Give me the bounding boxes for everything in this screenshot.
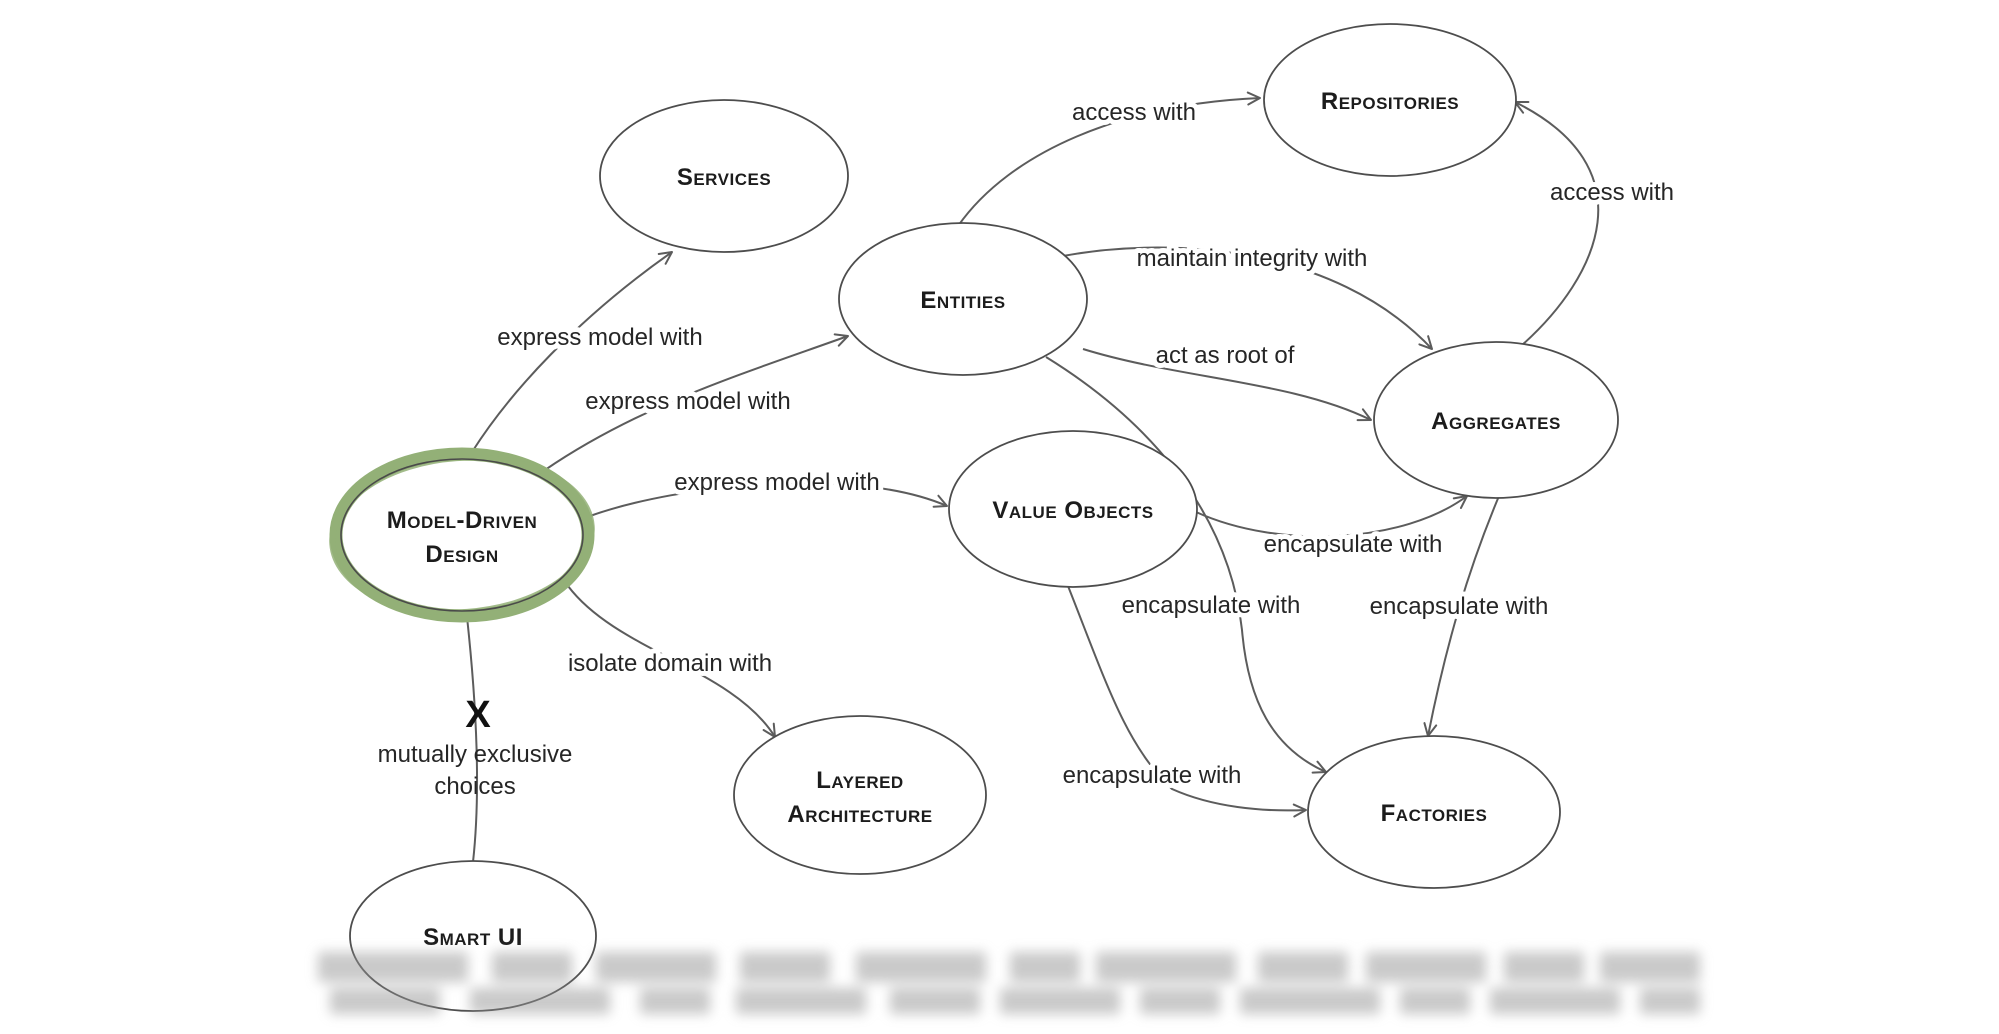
- node-ellipse-repositories: [1263, 23, 1517, 177]
- edge-mdd-services: express model with: [471, 251, 708, 453]
- node-aggregates: Aggregates: [1373, 341, 1619, 499]
- node-entities: Entities: [838, 222, 1088, 376]
- node-label-services: Services: [677, 164, 771, 191]
- edge-mdd-entities: express model with: [544, 333, 849, 471]
- edge-label-mdd-layered-architecture: isolate domain with: [568, 650, 772, 677]
- edge-label-entities-aggregates-integrity: maintain integrity with: [1137, 245, 1368, 272]
- edge-label-value-objects-aggregates: encapsulate with: [1264, 531, 1443, 558]
- edge-label-mdd-services: express model with: [497, 324, 702, 351]
- node-ellipse-value-objects: [948, 430, 1198, 588]
- node-label-smart-ui: Smart UI: [423, 924, 523, 951]
- edge-line-mdd-smart-ui: [466, 616, 478, 863]
- edge-arrow-line-mdd-layered-architecture: [567, 585, 776, 738]
- edge-arrow-line-mdd-value-objects: [589, 482, 948, 517]
- edge-entities-aggregates-integrity: maintain integrity with: [1062, 240, 1433, 350]
- mutually-exclusive-x-symbol: X: [465, 694, 491, 736]
- edge-arrow-line-mdd-services: [471, 251, 673, 453]
- node-label-layered-architecture-line0: Layered: [816, 767, 903, 794]
- edge-label-entities-aggregates-root: act as root of: [1156, 342, 1295, 369]
- edge-value-objects-aggregates: encapsulate with: [1195, 495, 1468, 563]
- edge-arrow-line-value-objects-aggregates: [1195, 495, 1468, 538]
- edge-label-entities-repositories: access with: [1072, 99, 1196, 126]
- edge-arrow-line-entities-aggregates-integrity: [1062, 246, 1433, 350]
- node-outline-model-driven-design: [340, 458, 584, 612]
- node-fill-model-driven-design: [336, 454, 588, 616]
- highlight-ring2-icon: [329, 454, 595, 616]
- node-ellipse-services: [599, 99, 849, 253]
- edge-aggregates-repositories: access with: [1514, 100, 1679, 347]
- blurred-watermark-strip: [318, 952, 1700, 1014]
- edge-mdd-value-objects: express model with: [589, 464, 948, 517]
- node-label-entities: Entities: [920, 287, 1005, 314]
- edge-label-mdd-smart-ui-line0: mutually exclusive: [378, 741, 573, 768]
- edge-mdd-layered-architecture: isolate domain with: [563, 585, 777, 738]
- edge-label-value-objects-factories: encapsulate with: [1063, 762, 1242, 789]
- edge-label-mdd-value-objects: express model with: [674, 469, 879, 496]
- node-label-repositories: Repositories: [1321, 88, 1459, 115]
- node-label-model-driven-design-line0: Model-Driven: [387, 507, 538, 534]
- node-label-value-objects: Value Objects: [992, 497, 1153, 524]
- node-repositories: Repositories: [1263, 23, 1517, 177]
- node-label-aggregates: Aggregates: [1431, 408, 1561, 435]
- node-label-factories: Factories: [1381, 800, 1488, 827]
- edge-arrow-line-value-objects-factories: [1067, 585, 1307, 818]
- edge-entities-factories: encapsulate with: [1045, 356, 1327, 774]
- edge-value-objects-factories: encapsulate with: [1058, 585, 1307, 818]
- node-label-model-driven-design-line1: Design: [425, 541, 498, 568]
- node-value-objects: Value Objects: [948, 430, 1198, 588]
- node-ellipse-layered-architecture: [733, 715, 987, 875]
- edge-label-aggregates-factories: encapsulate with: [1370, 593, 1549, 620]
- edge-label-mdd-entities: express model with: [585, 388, 790, 415]
- edge-label-entities-factories: encapsulate with: [1122, 592, 1301, 619]
- edge-arrow-line-mdd-entities: [544, 333, 849, 471]
- node-factories: Factories: [1307, 735, 1561, 889]
- node-label-layered-architecture-line1: Architecture: [787, 801, 932, 828]
- node-ellipse-entities: [838, 222, 1088, 376]
- edge-entities-aggregates-root: act as root of: [1082, 337, 1372, 422]
- edge-arrow-line-entities-factories: [1045, 356, 1327, 774]
- node-services: Services: [599, 99, 849, 253]
- highlight-ring-icon: [329, 447, 595, 623]
- edge-arrow-line-entities-aggregates-root: [1082, 348, 1372, 422]
- edges-layer: express model with express model with expr…: [378, 91, 1679, 863]
- edge-label-aggregates-repositories: access with: [1550, 179, 1674, 206]
- edge-label-mdd-smart-ui-line1: choices: [434, 773, 515, 800]
- node-ellipse-aggregates: [1373, 341, 1619, 499]
- node-ellipse-factories: [1307, 735, 1561, 889]
- edge-arrow-line-aggregates-factories: [1423, 495, 1500, 737]
- edge-entities-repositories: access with: [957, 91, 1261, 227]
- edge-arrow-line-aggregates-repositories: [1514, 100, 1600, 347]
- edge-arrow-line-entities-repositories: [957, 91, 1261, 227]
- edge-aggregates-factories: encapsulate with: [1365, 495, 1553, 737]
